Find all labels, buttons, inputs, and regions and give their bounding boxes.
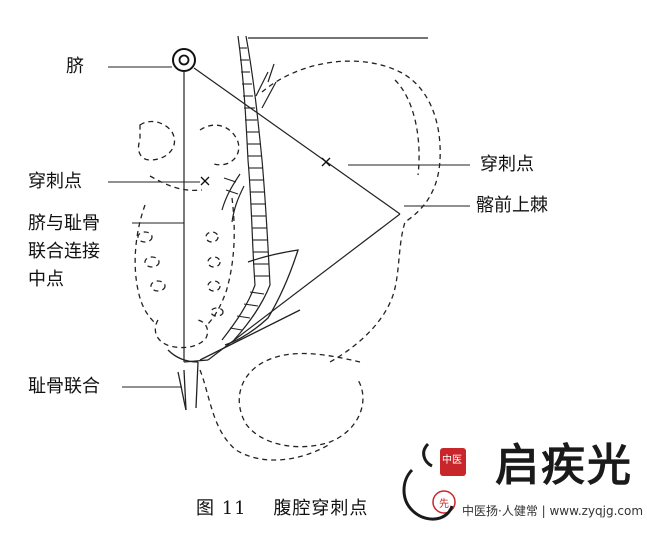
watermark-subtitle: 中医扬·人健常 | www.zyqjg.com <box>462 504 644 518</box>
umbilicus-marker <box>172 48 196 72</box>
watermark-brush-icon <box>402 442 454 521</box>
label-midpoint-line1: 脐与耻骨 <box>28 213 100 234</box>
watermark-seal-bottom: 先 <box>439 499 449 510</box>
leader-lines <box>108 66 470 388</box>
pubic-outline <box>167 249 301 411</box>
label-puncture-right: 穿刺点 <box>480 154 534 175</box>
label-puncture-left: 穿刺点 <box>28 171 82 192</box>
label-umbilicus: 脐 <box>66 56 84 77</box>
watermark: 中医 先 启疾光 中医扬·人健常 | www.zyqjg.com <box>400 436 644 530</box>
puncture-markers <box>200 157 331 186</box>
label-pubic-symphysis: 耻骨联合 <box>28 376 100 397</box>
caption-number: 图 11 <box>196 498 247 519</box>
watermark-seal <box>432 448 466 514</box>
figure-caption: 图 11 腹腔穿刺点 <box>196 494 368 520</box>
label-asis: 髂前上棘 <box>476 195 548 216</box>
watermark-seal-top: 中医 <box>442 455 462 466</box>
vessel-band <box>221 35 277 341</box>
caption-title: 腹腔穿刺点 <box>273 498 369 519</box>
label-midpoint-line2: 联合连接 <box>28 241 100 262</box>
pelvis-outline <box>134 60 441 461</box>
watermark-brand: 启疾光 <box>495 440 633 491</box>
vessel-stripes <box>223 47 269 331</box>
label-midpoint-line3: 中点 <box>28 269 64 290</box>
reference-lines <box>183 37 428 363</box>
